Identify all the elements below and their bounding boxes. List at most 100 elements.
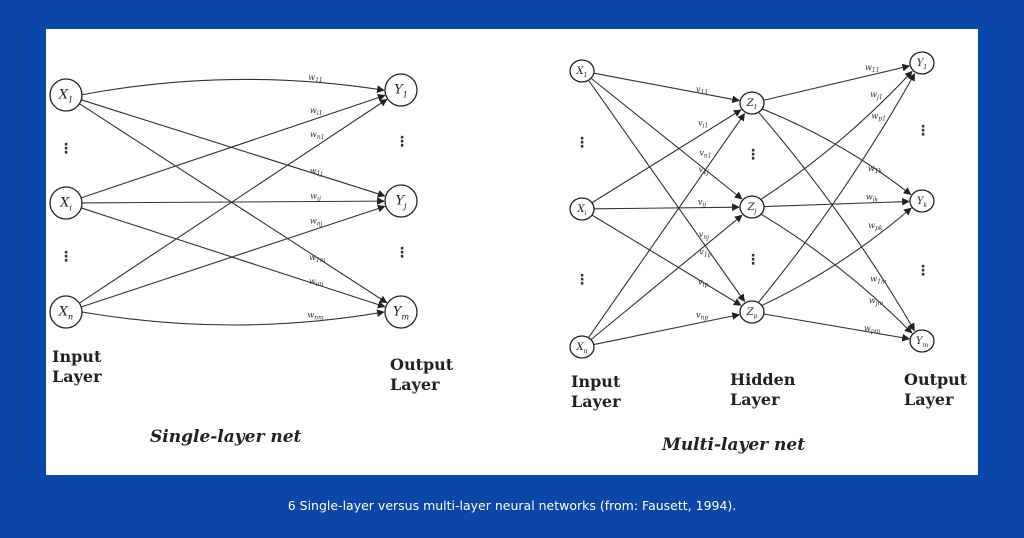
single-edge-w1m-weight-label: w1m xyxy=(309,253,326,264)
multi-edge-vn1-arrow xyxy=(588,113,746,338)
single-edge-w11-weight-label: w11 xyxy=(308,73,323,84)
single-layer-net: w11wi1wn1w1jwijwnjw1mwimwnmX1XiXnY1YjYm⋮… xyxy=(49,73,418,329)
multi-edge-v11-arrow xyxy=(593,72,740,104)
multi-input-node-1-label: Xi xyxy=(576,204,586,217)
multi-edge-wjk-arrow xyxy=(763,197,910,208)
multi-layer-title: Multi-layer net xyxy=(662,435,806,455)
single-input-node-0 xyxy=(49,78,83,112)
multi-edge-wjm-arrow xyxy=(761,213,913,334)
single-edge-wi1-arrow xyxy=(80,94,386,199)
single-edge-w1j-weight-label: w1j xyxy=(310,167,323,178)
single-edge-wim-weight-label: wim xyxy=(309,277,324,288)
single-output-layer-label: Output Layer xyxy=(390,355,454,394)
single-edge-wij-weight-label: wij xyxy=(310,191,321,202)
multi-edge-wpm-arrow xyxy=(763,313,910,342)
multi-input-layer-label: Input Layer xyxy=(571,372,621,411)
multi-input-node-2 xyxy=(569,335,595,359)
single-edge-wi1-weight-label: wi1 xyxy=(310,106,323,117)
multi-input-node-0 xyxy=(569,59,595,83)
single-edge-wnm-weight-label: wnm xyxy=(307,310,324,321)
multi-edge-wpk-arrow xyxy=(761,207,912,306)
single-output-ellipsis-top: ⋮ xyxy=(395,134,409,150)
single-input-ellipsis-top: ⋮ xyxy=(59,141,73,157)
multi-edge-wpk-weight-label: wpk xyxy=(868,221,883,232)
single-input-node-2 xyxy=(49,295,83,329)
multi-edge-v11-weight-label: v11 xyxy=(696,85,708,96)
multi-hidden-ellipsis-bottom: ⋮ xyxy=(746,252,760,268)
multi-edge-wj1-weight-label: wj1 xyxy=(870,90,883,101)
single-input-layer-label: Input Layer xyxy=(52,347,102,386)
multi-edge-vnj-arrow xyxy=(590,214,743,340)
single-output-node-0 xyxy=(384,73,418,107)
multi-edge-wjm-weight-label: wjm xyxy=(869,296,884,307)
multi-edge-w1m-weight-label: w1m xyxy=(870,275,887,286)
figure-caption: 6 Single-layer versus multi-layer neural… xyxy=(287,498,737,513)
multi-output-node-0 xyxy=(909,51,935,75)
multi-hidden-node-1-label: Zj xyxy=(747,202,757,215)
multi-output-node-0-label: Y1 xyxy=(917,58,927,71)
multi-hidden-node-1 xyxy=(739,195,765,219)
multi-edge-v1j-weight-label: v1j xyxy=(699,165,709,176)
single-output-node-1-label: Yj xyxy=(395,194,407,211)
multi-edge-wjk-weight-label: wjk xyxy=(866,192,879,203)
single-edge-wn1-weight-label: wn1 xyxy=(310,130,325,141)
multi-edge-v1p-weight-label: v1p xyxy=(699,247,711,258)
single-input-ellipsis-bottom: ⋮ xyxy=(59,249,73,265)
multi-edge-w11-weight-label: w11 xyxy=(865,63,880,74)
multi-hidden-node-2-label: Zp xyxy=(746,307,758,320)
multi-edge-vip-weight-label: vip xyxy=(698,277,708,288)
single-edge-wim-arrow xyxy=(81,207,386,309)
multi-input-node-0-label: X1 xyxy=(576,66,588,79)
multi-edge-v1p-arrow xyxy=(588,80,745,303)
multi-edge-vip-arrow xyxy=(591,214,742,306)
single-output-node-2 xyxy=(384,295,418,329)
multi-edge-wp1-arrow xyxy=(758,73,916,303)
multi-input-ellipsis-top: ⋮ xyxy=(575,135,589,151)
multi-hidden-node-2 xyxy=(739,300,765,324)
multi-edge-vi1-arrow xyxy=(591,109,742,204)
single-edge-wnj-weight-label: wnj xyxy=(310,216,323,227)
single-edge-wij-arrow xyxy=(81,197,385,205)
single-layer-title: Single-layer net xyxy=(150,427,302,447)
network-diagrams: w11wi1wn1w1jwijwnjw1mwimwnmX1XiXnY1YjYm⋮… xyxy=(49,51,935,359)
multi-output-ellipsis-bottom: ⋮ xyxy=(916,263,930,279)
single-edge-wnj-arrow xyxy=(81,204,386,308)
single-input-node-1 xyxy=(49,186,83,220)
multi-edge-w1m-arrow xyxy=(758,112,915,332)
multi-output-node-2 xyxy=(909,329,935,353)
multi-edge-wj1-arrow xyxy=(760,70,913,200)
single-edge-w11-arrow xyxy=(81,78,385,96)
multi-layer-net: v11 vi1 vn1 v1j vij vnj v1p vip vnp w11 wj1 wp1 w1k w… xyxy=(569,51,935,359)
multi-edge-vnj-weight-label: vnj xyxy=(699,230,709,241)
single-edge-wn1-arrow xyxy=(79,98,388,304)
single-output-ellipsis-bottom: ⋮ xyxy=(395,245,409,261)
multi-hidden-layer-label: Hidden Layer xyxy=(730,370,796,409)
multi-edge-w1k-weight-label: w1k xyxy=(868,164,883,175)
multi-edge-vn1-weight-label: vn1 xyxy=(699,148,711,159)
multi-edge-w1k-arrow xyxy=(762,108,912,195)
multi-edge-vnp-arrow xyxy=(593,312,741,346)
single-edge-wnm-arrow xyxy=(81,309,385,326)
multi-edge-vnp-weight-label: vnp xyxy=(696,311,708,322)
single-edge-w1j-arrow xyxy=(81,99,386,198)
multi-hidden-ellipsis-top: ⋮ xyxy=(746,147,760,163)
multi-output-node-1-label: Yk xyxy=(917,196,928,209)
multi-hidden-node-0-label: Z1 xyxy=(746,98,758,111)
single-input-node-1-label: Xi xyxy=(59,196,72,213)
multi-edge-v1j-arrow xyxy=(591,78,743,200)
single-output-node-1 xyxy=(384,184,418,218)
single-edge-w1m-arrow xyxy=(79,103,388,304)
multi-output-layer-label: Output Layer xyxy=(904,370,968,409)
multi-edge-wp1-weight-label: wp1 xyxy=(871,112,886,123)
multi-edge-vi1-weight-label: vi1 xyxy=(698,118,708,129)
multi-edge-wpm-weight-label: wpm xyxy=(864,324,881,335)
multi-edge-vij-arrow xyxy=(593,203,740,212)
multi-output-ellipsis-top: ⋮ xyxy=(916,123,930,139)
multi-edge-vij-weight-label: vij xyxy=(698,197,706,208)
multi-edge-w11-arrow xyxy=(763,63,911,101)
multi-output-node-1 xyxy=(909,189,935,213)
multi-input-ellipsis-bottom: ⋮ xyxy=(575,272,589,288)
multi-hidden-node-0 xyxy=(739,91,765,115)
multi-input-node-1 xyxy=(569,197,595,221)
